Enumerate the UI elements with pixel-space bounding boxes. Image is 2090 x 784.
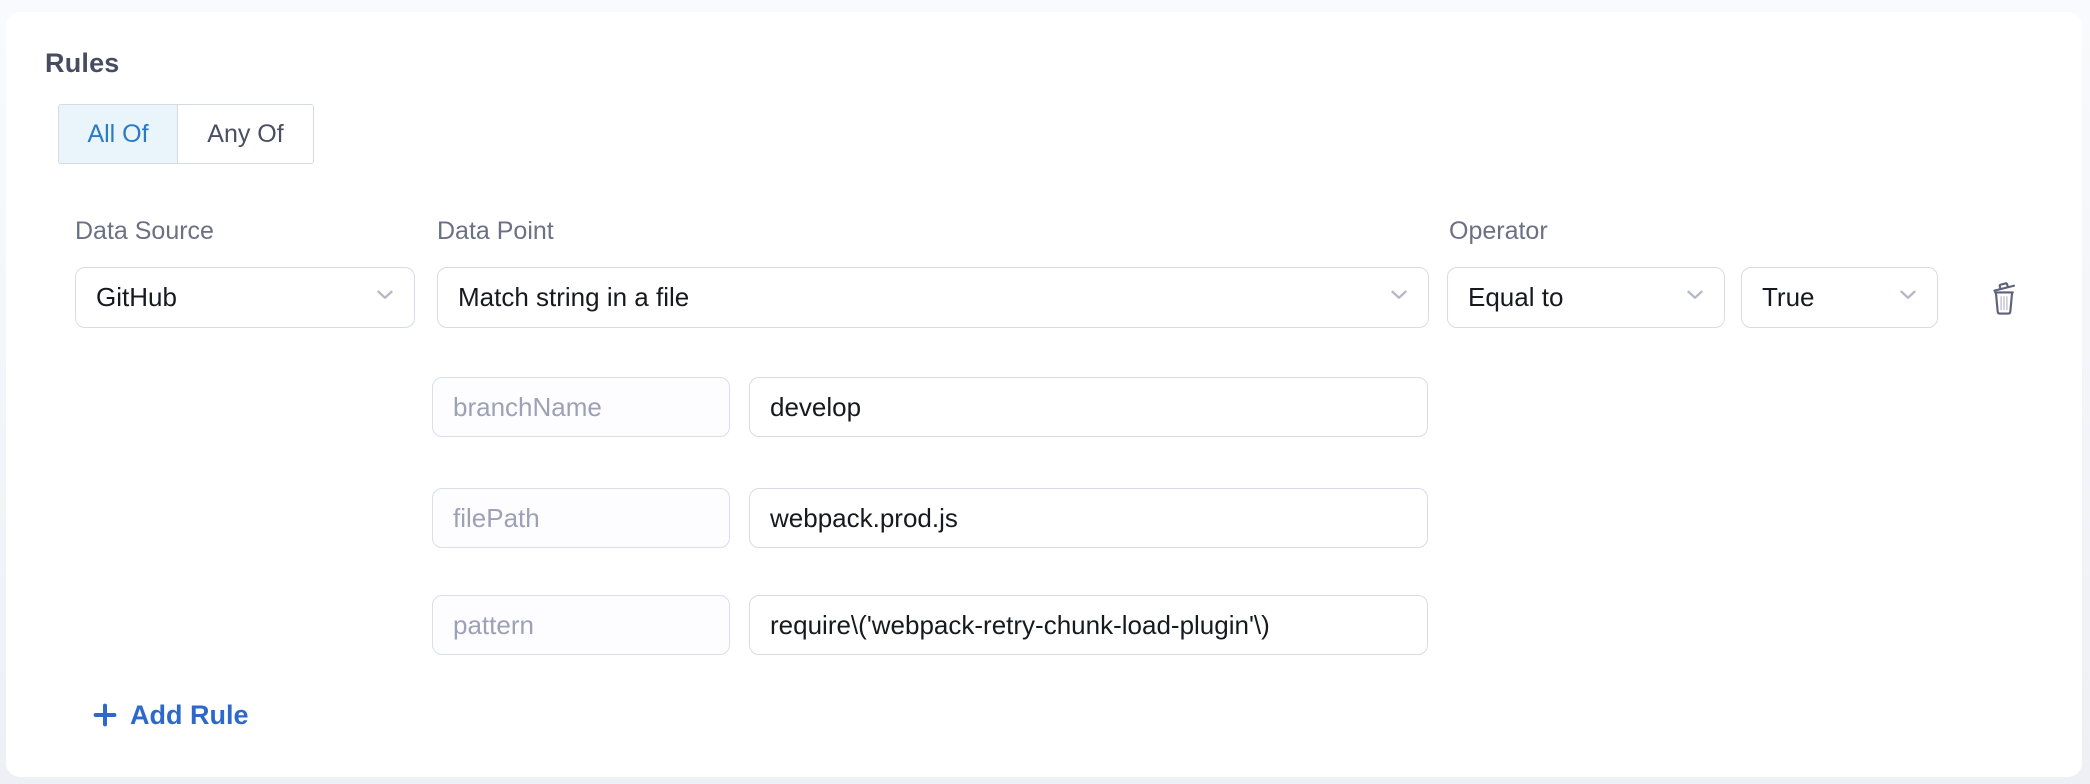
match-type-toggle: All Of Any Of bbox=[58, 104, 314, 164]
all-of-button[interactable]: All Of bbox=[59, 105, 177, 163]
param-value-pattern-input[interactable] bbox=[749, 595, 1428, 655]
data-point-select[interactable]: Match string in a file bbox=[437, 267, 1429, 328]
value-select[interactable]: True bbox=[1741, 267, 1938, 328]
data-source-label: Data Source bbox=[75, 217, 214, 245]
any-of-button[interactable]: Any Of bbox=[177, 105, 313, 163]
operator-select-value: Equal to bbox=[1468, 282, 1564, 312]
delete-rule-button[interactable] bbox=[1982, 276, 2026, 320]
rules-card: Rules All Of Any Of Data Source Data Poi… bbox=[6, 12, 2082, 777]
value-select-value: True bbox=[1762, 282, 1815, 312]
add-rule-label: Add Rule bbox=[130, 699, 249, 730]
operator-label: Operator bbox=[1449, 217, 1548, 245]
operator-select[interactable]: Equal to bbox=[1447, 267, 1725, 328]
param-value-branchname-input[interactable] bbox=[749, 377, 1428, 437]
rules-section-title: Rules bbox=[45, 48, 120, 78]
chevron-down-icon bbox=[1682, 281, 1708, 314]
param-key-branchname: branchName bbox=[432, 377, 730, 437]
data-point-label: Data Point bbox=[437, 217, 554, 245]
data-source-select-value: GitHub bbox=[96, 282, 177, 312]
param-key-pattern: pattern bbox=[432, 595, 730, 655]
param-key-filepath: filePath bbox=[432, 488, 730, 548]
chevron-down-icon bbox=[1895, 281, 1921, 314]
add-rule-button[interactable]: Add Rule bbox=[90, 694, 249, 736]
data-point-select-value: Match string in a file bbox=[458, 282, 690, 312]
data-source-select[interactable]: GitHub bbox=[75, 267, 415, 328]
param-value-filepath-input[interactable] bbox=[749, 488, 1428, 548]
plus-icon bbox=[90, 700, 120, 730]
trash-icon bbox=[1987, 278, 2021, 319]
chevron-down-icon bbox=[372, 281, 398, 314]
chevron-down-icon bbox=[1386, 281, 1412, 314]
